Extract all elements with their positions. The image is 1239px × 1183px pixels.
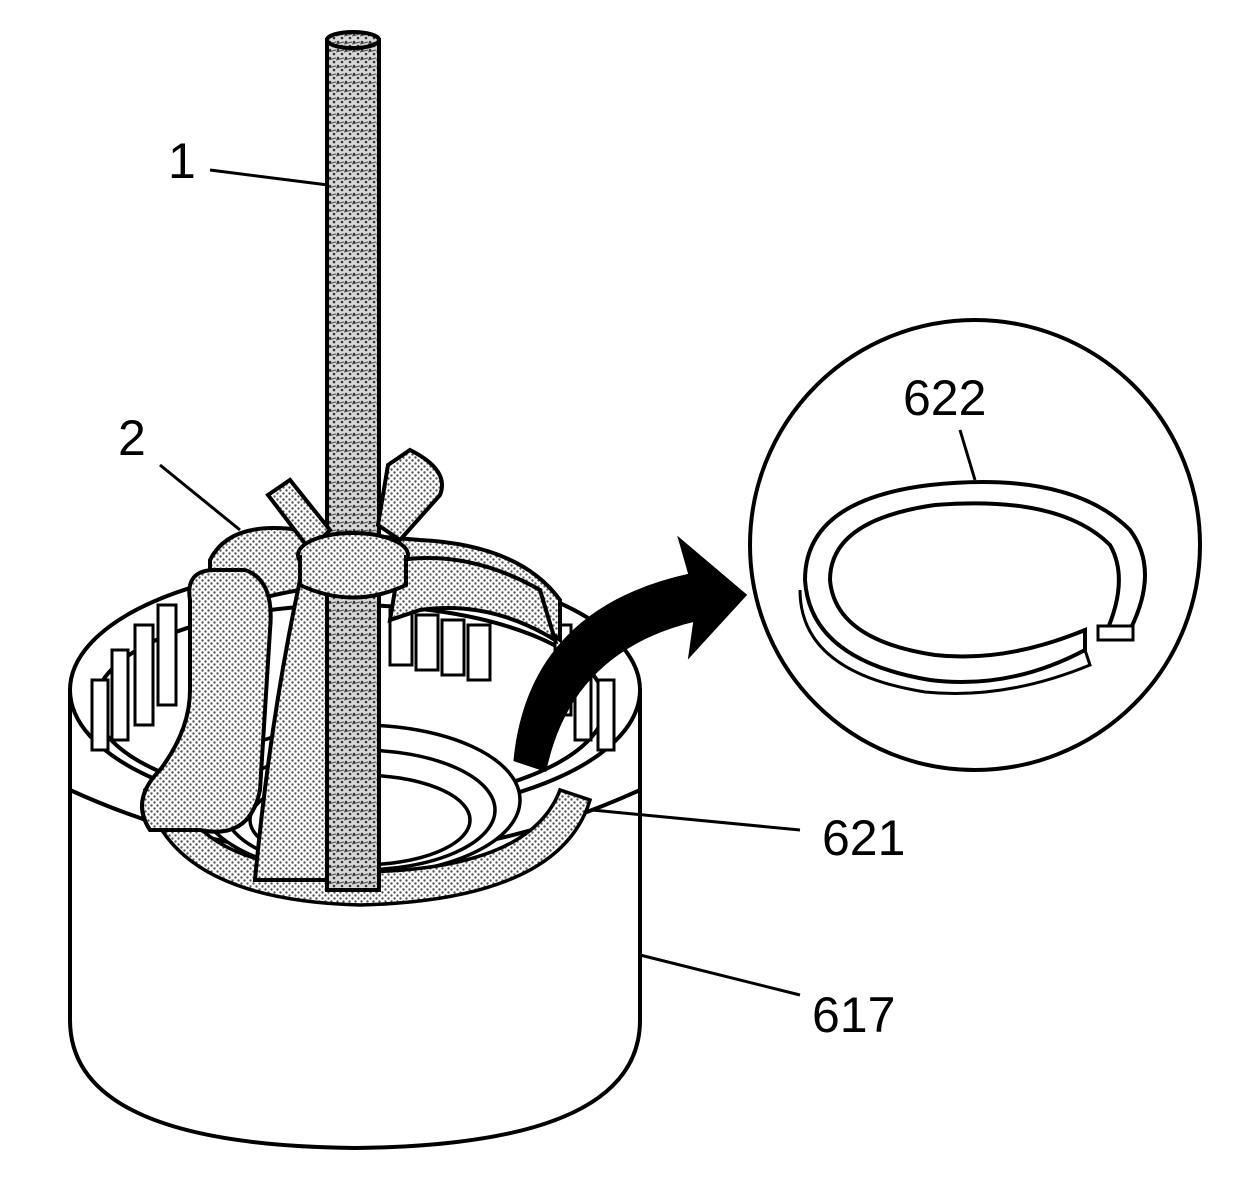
wing-nut [265,447,444,600]
leader-line-617 [639,953,801,997]
curved-arrow [513,535,748,772]
leader-line-1 [209,168,329,187]
callout-1: 1 [168,133,196,189]
callout-621: 621 [822,810,905,866]
leader-lines [159,168,977,997]
threaded-rod [325,30,381,892]
detail-view [748,318,1202,772]
snap-ring [798,480,1147,695]
callout-622: 622 [903,370,986,426]
callout-2: 2 [118,410,146,466]
leader-line-622 [958,429,977,481]
callout-617: 617 [812,987,895,1043]
leader-line-621 [591,808,801,832]
leader-line-2 [159,463,241,532]
